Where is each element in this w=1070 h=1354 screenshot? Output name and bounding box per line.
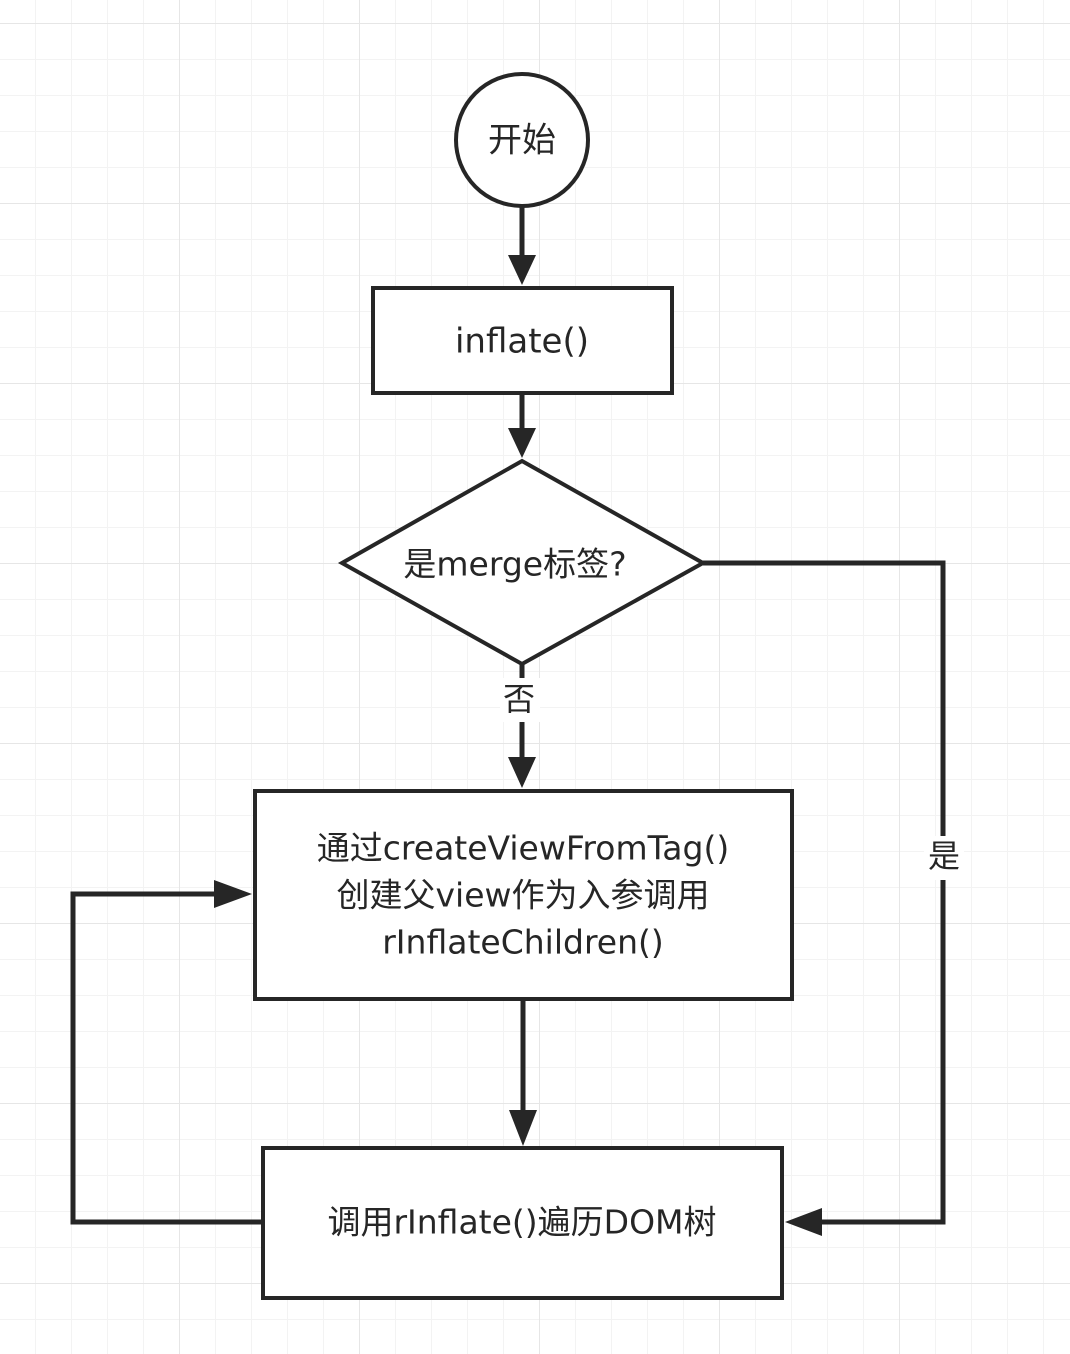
decision-label: 是merge标签? bbox=[403, 545, 626, 584]
edge-decision-no: 否 bbox=[500, 664, 540, 788]
edge-create-to-traverse bbox=[509, 999, 537, 1146]
arrowhead-icon bbox=[508, 428, 536, 458]
arrowhead-icon bbox=[508, 757, 536, 788]
inflate-node: inflate() bbox=[371, 286, 674, 395]
edge-inflate-to-decision bbox=[508, 393, 536, 458]
create-label-line3: rInflateChildren() bbox=[382, 923, 664, 962]
create-label-line1: 通过createViewFromTag() bbox=[317, 829, 729, 868]
arrowhead-icon bbox=[785, 1208, 822, 1236]
create-label-line2: 创建父view作为入参调用 bbox=[337, 876, 710, 915]
arrowhead-icon bbox=[509, 1110, 537, 1146]
traverse-label: 调用rInflate()遍历DOM树 bbox=[327, 1203, 716, 1242]
start-label: 开始 bbox=[488, 121, 556, 161]
create-view-node: 通过createViewFromTag() 创建父view作为入参调用 rInf… bbox=[253, 789, 794, 1001]
arrowhead-icon bbox=[214, 880, 252, 908]
edge-start-to-inflate bbox=[508, 206, 536, 285]
edge-loop-back bbox=[70, 880, 263, 1225]
yes-label: 是 bbox=[928, 837, 960, 875]
arrowhead-icon bbox=[508, 255, 536, 285]
inflate-label: inflate() bbox=[455, 322, 589, 362]
no-label: 否 bbox=[503, 680, 535, 718]
decision-node: 是merge标签? bbox=[337, 458, 708, 667]
edge-decision-yes: 是 bbox=[703, 560, 964, 1236]
traverse-node: 调用rInflate()遍历DOM树 bbox=[261, 1146, 784, 1300]
start-node: 开始 bbox=[454, 72, 590, 208]
